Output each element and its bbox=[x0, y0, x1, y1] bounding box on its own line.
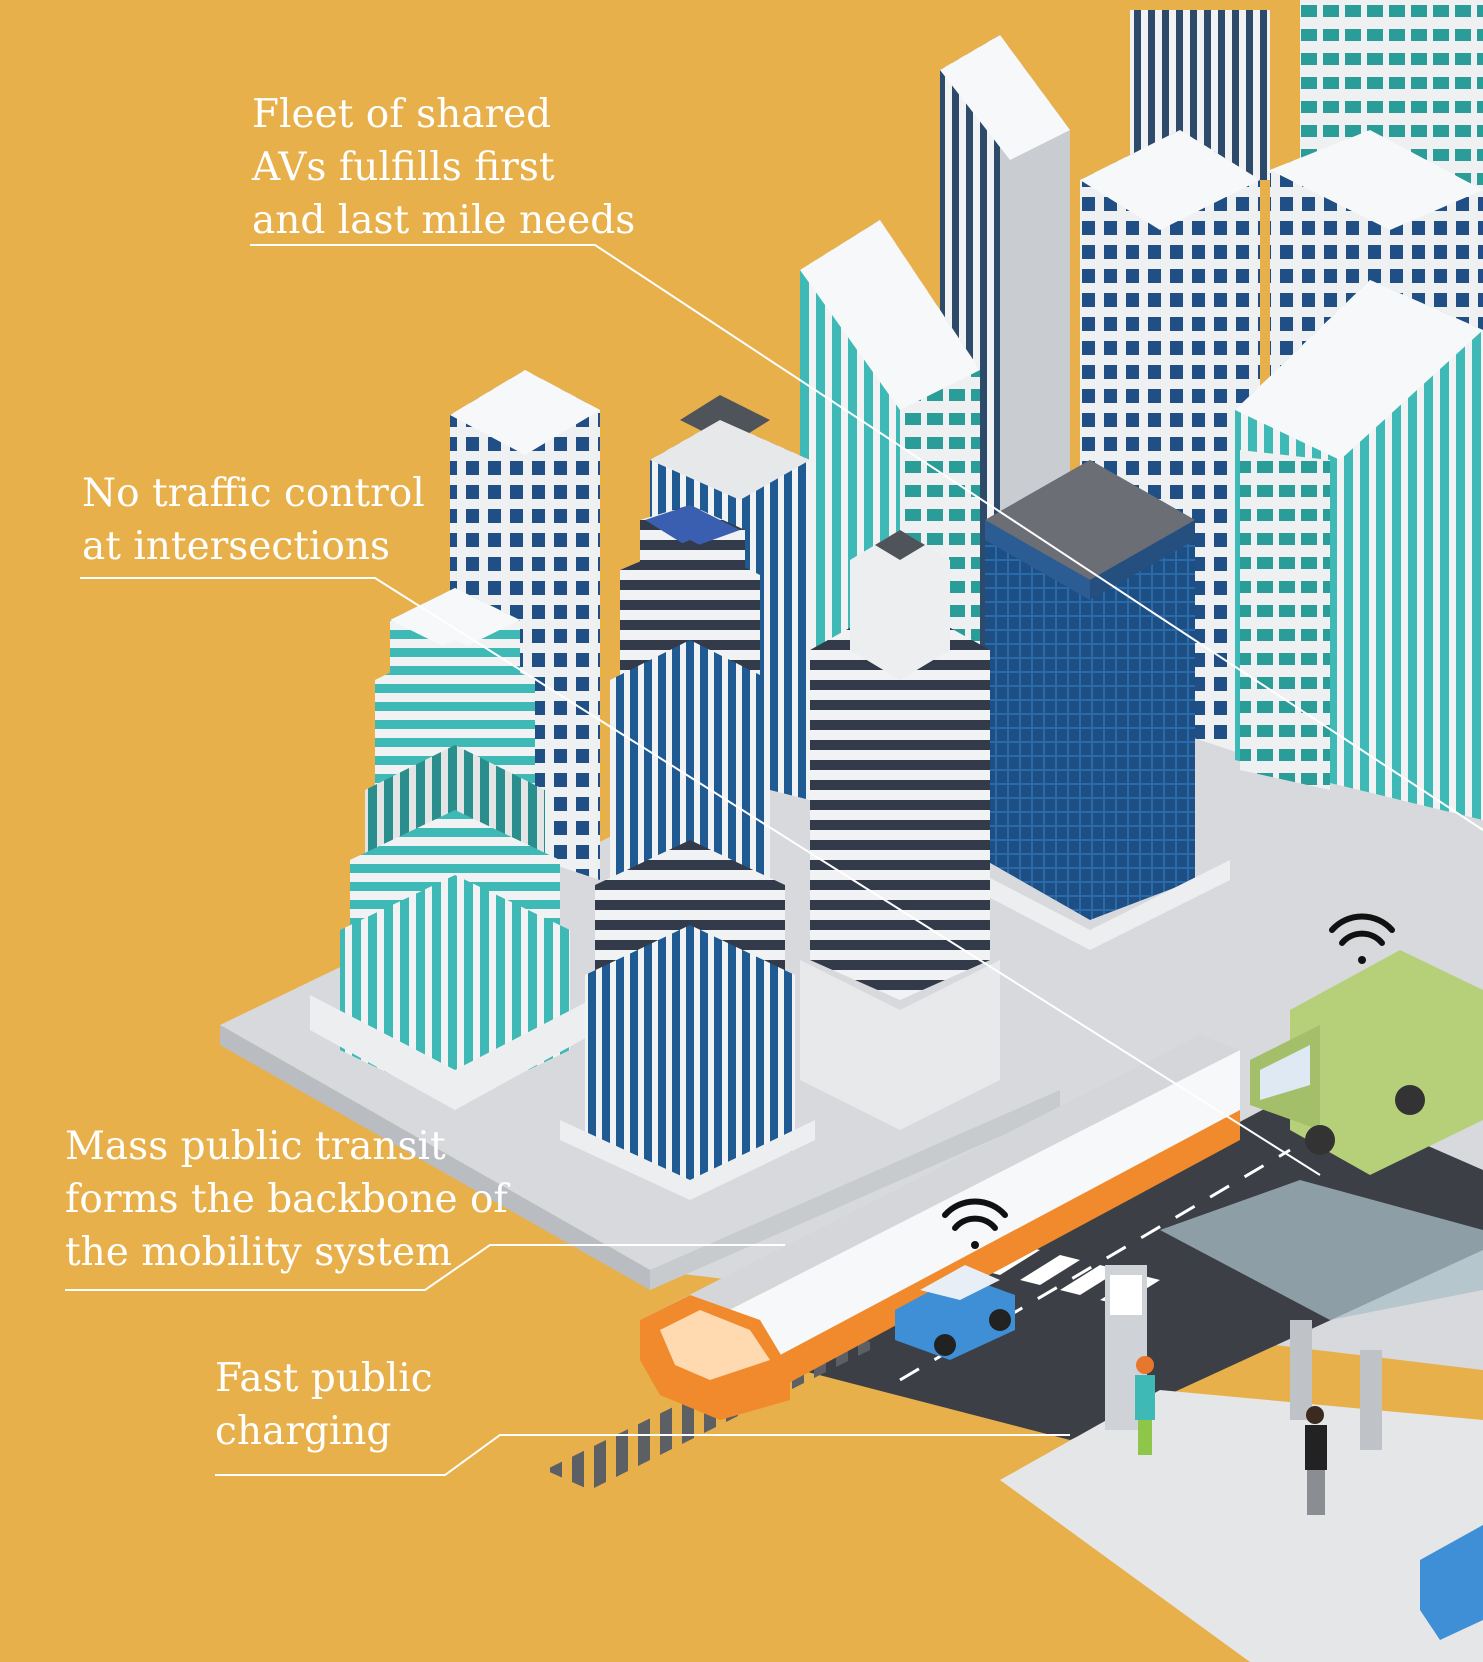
callout-fleet-line: AVs fulfills first bbox=[252, 145, 555, 190]
shared-av-car bbox=[895, 1265, 1015, 1360]
callout-transit-line: the mobility system bbox=[65, 1230, 453, 1275]
callout-charging-text: Fast public charging bbox=[215, 1352, 433, 1458]
tower-teal-right bbox=[1235, 280, 1483, 820]
pedestrian bbox=[1135, 1356, 1155, 1455]
callout-traffic-text: No traffic control at intersections bbox=[82, 467, 425, 573]
truck bbox=[1250, 950, 1483, 1175]
callout-charging-line: charging bbox=[215, 1409, 392, 1454]
lane-markings bbox=[899, 1148, 1291, 1382]
tower-glass-blue bbox=[975, 460, 1230, 950]
wifi-icon bbox=[942, 1198, 1008, 1249]
callout-fleet-line: and last mile needs bbox=[252, 198, 636, 243]
callout-traffic-line: at intersections bbox=[82, 524, 391, 569]
callout-lines bbox=[65, 244, 1483, 1476]
tower-dark-bands bbox=[800, 530, 1000, 1130]
pedestrian bbox=[1305, 1406, 1327, 1515]
wifi-icon bbox=[1329, 913, 1395, 964]
callout-fleet-text: Fleet of shared AVs fulfills first and l… bbox=[252, 88, 635, 247]
tower-teal-stepped bbox=[310, 588, 600, 1110]
callout-transit-line: forms the backbone of bbox=[65, 1177, 508, 1222]
callout-fleet-line: Fleet of shared bbox=[252, 92, 552, 137]
callout-charging-line: Fast public bbox=[215, 1356, 433, 1401]
callout-transit-line: Mass public transit bbox=[65, 1124, 446, 1169]
callout-transit-text: Mass public transit forms the backbone o… bbox=[65, 1120, 508, 1279]
shared-av-car-right bbox=[1420, 1525, 1483, 1640]
callout-traffic-line: No traffic control bbox=[82, 471, 425, 516]
tower-blue-stepped bbox=[560, 505, 815, 1200]
charging-plaza bbox=[1000, 1390, 1483, 1662]
charging-station bbox=[1105, 1180, 1483, 1450]
